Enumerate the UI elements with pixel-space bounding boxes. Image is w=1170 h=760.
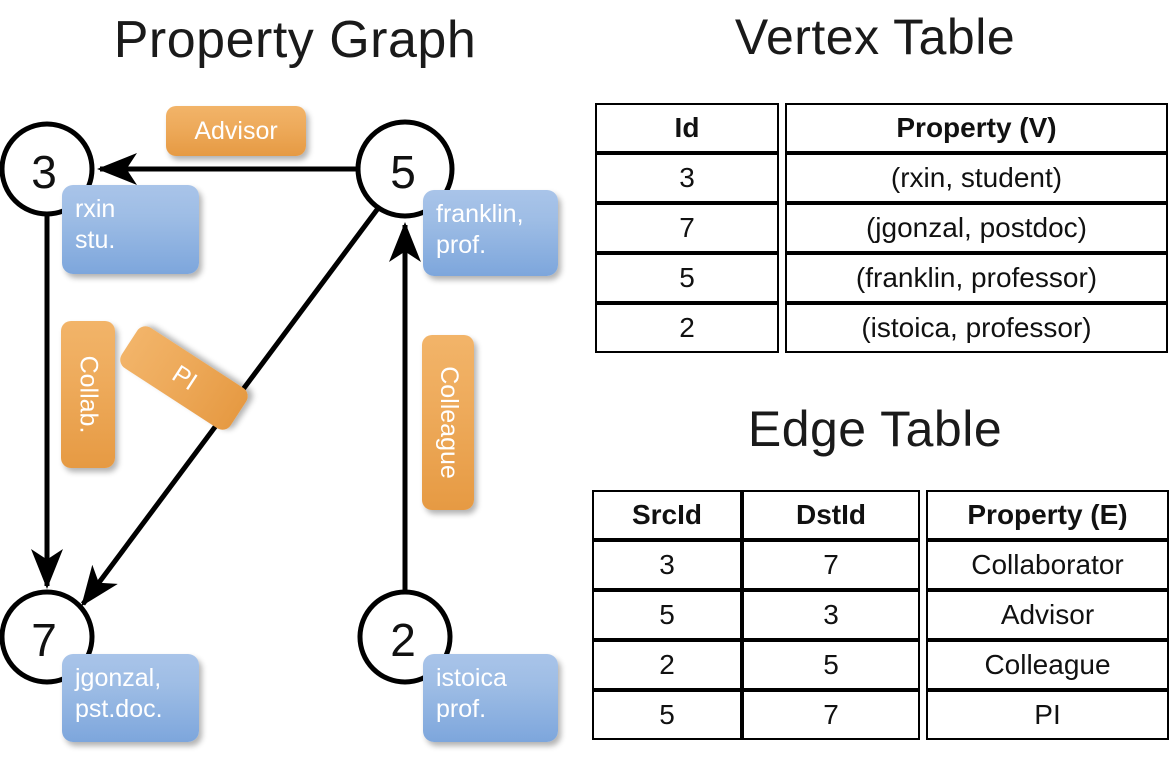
edge-cell-dst: 5 — [742, 640, 920, 690]
table-row[interactable]: 5 (franklin, professor) — [595, 253, 1168, 303]
table-row[interactable]: 5 7 PI — [592, 690, 1169, 740]
edge-cell-src: 5 — [592, 690, 742, 740]
node-property-line2: pst.doc. — [75, 694, 163, 723]
vertex-table: Id Property (V) 3 (rxin, student) 7 (jgo… — [595, 103, 1168, 353]
vertex-cell-property: (istoica, professor) — [785, 303, 1168, 353]
table-row[interactable]: 2 5 Colleague — [592, 640, 1169, 690]
edge-cell-property: Colleague — [926, 640, 1169, 690]
vertex-cell-property: (franklin, professor) — [785, 253, 1168, 303]
node-property-line1: rxin — [75, 195, 116, 223]
vertex-cell-id: 3 — [595, 153, 779, 203]
node-property-box-3[interactable]: rxin stu. — [62, 185, 199, 274]
node-property-line1: jgonzal, — [75, 664, 162, 692]
node-property-box-2[interactable]: istoica prof. — [423, 654, 558, 742]
node-property-line1: istoica — [436, 664, 507, 692]
vertex-cell-property: (jgonzal, postdoc) — [785, 203, 1168, 253]
edge-cell-src: 3 — [592, 540, 742, 590]
vertex-header-property: Property (V) — [785, 103, 1168, 153]
edge-label-colleague[interactable]: Colleague — [422, 335, 474, 510]
table-row[interactable]: 5 3 Advisor — [592, 590, 1169, 640]
property-graph-title: Property Graph — [113, 11, 477, 69]
edge-cell-dst: 3 — [742, 590, 920, 640]
edge-cell-dst: 7 — [742, 540, 920, 590]
table-row[interactable]: 2 (istoica, professor) — [595, 303, 1168, 353]
table-header-row: Id Property (V) — [595, 103, 1168, 153]
edge-header-property: Property (E) — [926, 490, 1169, 540]
node-property-line1: franklin, — [436, 200, 524, 228]
vertex-header-id: Id — [595, 103, 779, 153]
table-row[interactable]: 7 (jgonzal, postdoc) — [595, 203, 1168, 253]
vertex-cell-id: 2 — [595, 303, 779, 353]
edge-cell-property: Collaborator — [926, 540, 1169, 590]
edge-header-srcid: SrcId — [592, 490, 742, 540]
edge-table-title: Edge Table — [747, 401, 1003, 457]
table-row[interactable]: 3 7 Collaborator — [592, 540, 1169, 590]
edge-label-advisor[interactable]: Advisor — [166, 106, 306, 156]
edge-cell-src: 2 — [592, 640, 742, 690]
edge-cell-property: PI — [926, 690, 1169, 740]
vertex-cell-id: 7 — [595, 203, 779, 253]
node-property-line2: prof. — [436, 694, 487, 723]
table-row[interactable]: 3 (rxin, student) — [595, 153, 1168, 203]
table-header-row: SrcId DstId Property (E) — [592, 490, 1169, 540]
vertex-table-title: Vertex Table — [734, 9, 1016, 65]
edge-cell-src: 5 — [592, 590, 742, 640]
edge-label-collab[interactable]: Collab. — [61, 321, 115, 468]
property-graph-diagram: 3 5 7 2 rxin stu. franklin, prof. jgonza… — [0, 106, 558, 742]
node-property-line2: prof. — [436, 230, 487, 259]
edge-table: SrcId DstId Property (E) 3 7 Collaborato… — [592, 490, 1169, 740]
vertex-cell-id: 5 — [595, 253, 779, 303]
node-property-line2: stu. — [75, 225, 116, 254]
node-property-box-7[interactable]: jgonzal, pst.doc. — [62, 654, 199, 742]
vertex-cell-property: (rxin, student) — [785, 153, 1168, 203]
edge-cell-dst: 7 — [742, 690, 920, 740]
edge-cell-property: Advisor — [926, 590, 1169, 640]
edge-header-dstid: DstId — [742, 490, 920, 540]
node-property-box-5[interactable]: franklin, prof. — [423, 190, 558, 276]
